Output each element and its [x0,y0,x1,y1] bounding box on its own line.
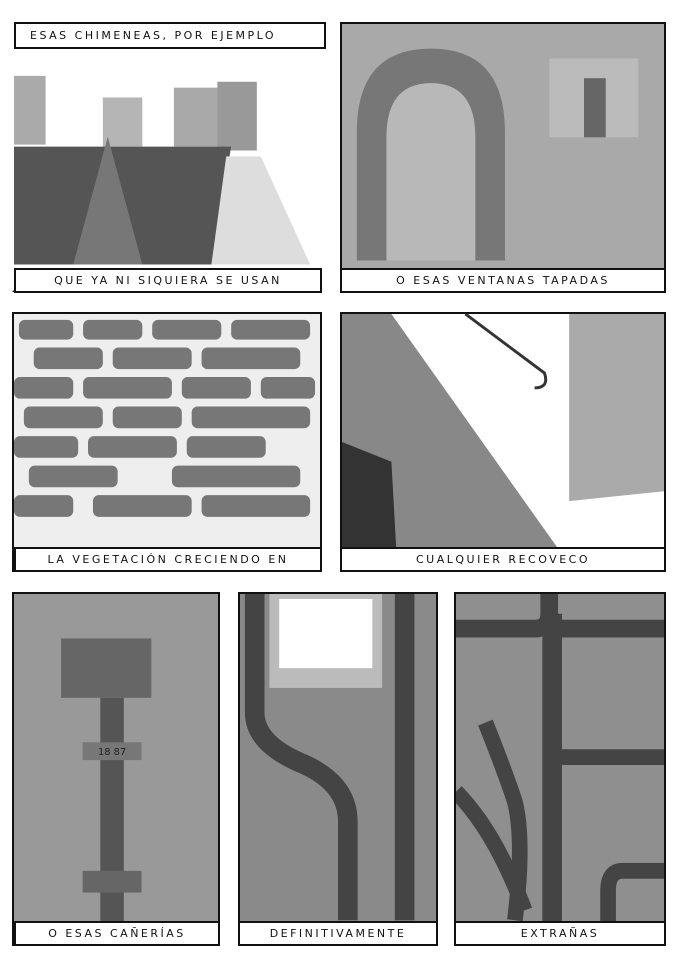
caption-definitely: DEFINITIVAMENTE [238,921,438,946]
caption-strange: EXTRAÑAS [454,921,666,946]
caption-chimneys-intro: ESAS CHIMENEAS, POR EJEMPLO [14,22,326,49]
panel-bricks [12,312,322,572]
caption-chimneys: QUE YA NI SIQUIERA SE USAN [14,268,322,293]
panel-drainpipe: 18 87 [12,592,220,946]
caption-windows: O ESAS VENTANAS TAPADAS [340,268,666,293]
panel-chimneys [12,66,322,292]
caption-vegetation: LA VEGETACIÓN CRECIENDO EN [14,547,322,572]
caption-corner: CUALQUIER RECOVECO [340,547,666,572]
panel-stairs [340,312,666,572]
panel-pipes-definitely [238,592,438,946]
panel-pipes-strange [454,592,666,946]
panel-windows [340,22,666,292]
pipe-year: 18 87 [98,747,126,758]
caption-pipes: O ESAS CAÑERÍAS [14,921,220,946]
